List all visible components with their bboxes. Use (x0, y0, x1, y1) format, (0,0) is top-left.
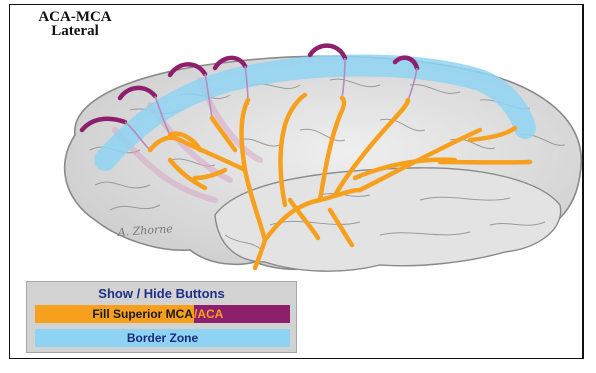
show-hide-panel: Show / Hide Buttons Fill Superior MCA /A… (26, 281, 297, 353)
panel-heading: Show / Hide Buttons (27, 286, 296, 301)
border-zone-button[interactable]: Border Zone (35, 329, 290, 347)
fill-superior-mca-aca-button[interactable]: Fill Superior MCA /ACA (35, 305, 290, 323)
fill-aca-label: /ACA (194, 305, 290, 323)
fill-mca-label: Fill Superior MCA (35, 305, 194, 323)
